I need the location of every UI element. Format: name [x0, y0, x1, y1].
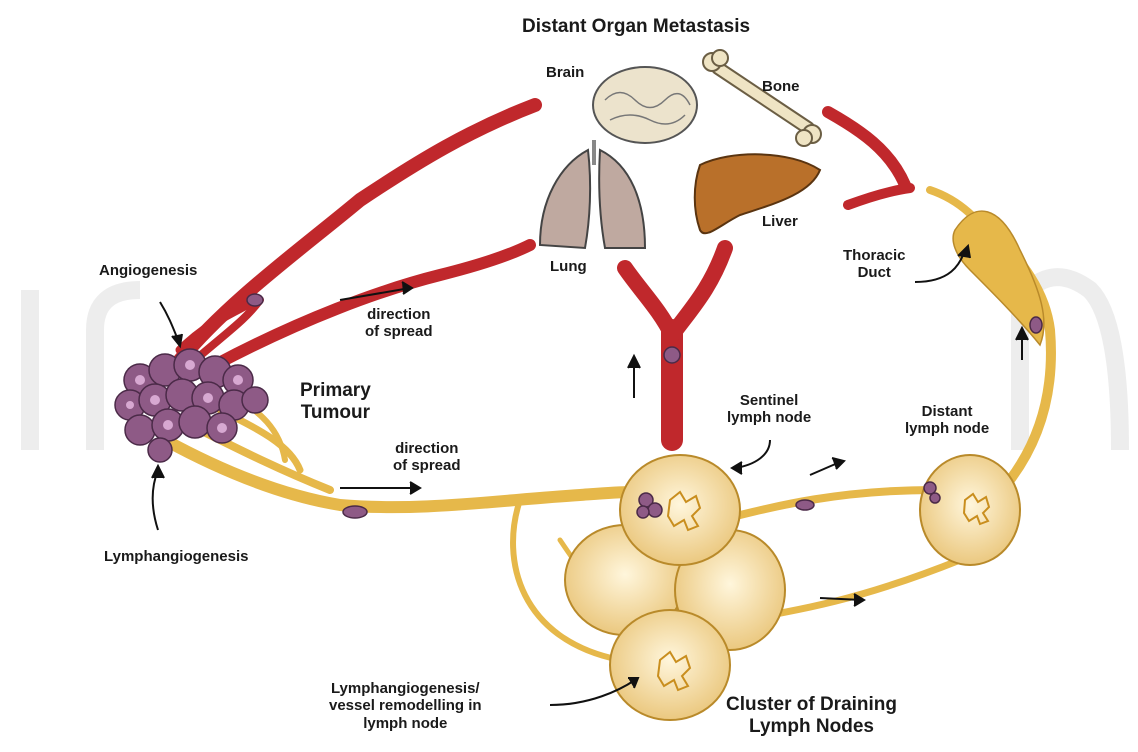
- arrows: [152, 246, 1028, 705]
- label-cluster-line2: Lymph Nodes: [726, 716, 897, 738]
- label-direction-spread-bottom: direction of spread: [393, 440, 461, 475]
- label-primary-tumour: Primary Tumour: [300, 380, 371, 424]
- label-sentinel-lymph-node: Sentinel lymph node: [727, 392, 811, 427]
- label-primary-tumour-line2: Tumour: [300, 402, 371, 424]
- organ-label-brain: Brain: [546, 64, 584, 81]
- label-angiogenesis: Angiogenesis: [99, 262, 197, 279]
- organ-label-liver: Liver: [762, 213, 798, 230]
- label-sentinel-line1: Sentinel: [727, 392, 811, 409]
- label-vessel-remodelling: Lymphangiogenesis/ vessel remodelling in…: [329, 680, 482, 732]
- label-direction-spread-top-line2: of spread: [365, 323, 433, 340]
- label-thoracic-duct-line2: Duct: [843, 264, 906, 281]
- bone-illustration: [703, 50, 821, 146]
- label-distant-line2: lymph node: [905, 420, 989, 437]
- label-cluster-draining-nodes: Cluster of Draining Lymph Nodes: [726, 694, 897, 738]
- label-remodel-line3: lymph node: [329, 715, 482, 732]
- organ-label-bone: Bone: [762, 78, 800, 95]
- label-distant-lymph-node: Distant lymph node: [905, 403, 989, 438]
- label-direction-spread-top-line1: direction: [365, 306, 433, 323]
- organ-label-lung: Lung: [550, 258, 587, 275]
- brain-illustration: [593, 67, 697, 143]
- label-sentinel-line2: lymph node: [727, 409, 811, 426]
- label-direction-spread-bottom-line1: direction: [393, 440, 461, 457]
- lung-illustration: [540, 140, 645, 248]
- label-cluster-line1: Cluster of Draining: [726, 694, 897, 716]
- diagram-title: Distant Organ Metastasis: [522, 16, 750, 38]
- label-distant-line1: Distant: [905, 403, 989, 420]
- label-direction-spread-top: direction of spread: [365, 306, 433, 341]
- liver-illustration: [695, 154, 820, 233]
- label-primary-tumour-line1: Primary: [300, 380, 371, 402]
- label-thoracic-duct-line1: Thoracic: [843, 247, 906, 264]
- label-remodel-line2: vessel remodelling in: [329, 697, 482, 714]
- label-lymphangiogenesis: Lymphangiogenesis: [104, 548, 248, 565]
- label-direction-spread-bottom-line2: of spread: [393, 457, 461, 474]
- blood-vessels: [180, 105, 910, 440]
- label-thoracic-duct: Thoracic Duct: [843, 247, 906, 282]
- label-remodel-line1: Lymphangiogenesis/: [329, 680, 482, 697]
